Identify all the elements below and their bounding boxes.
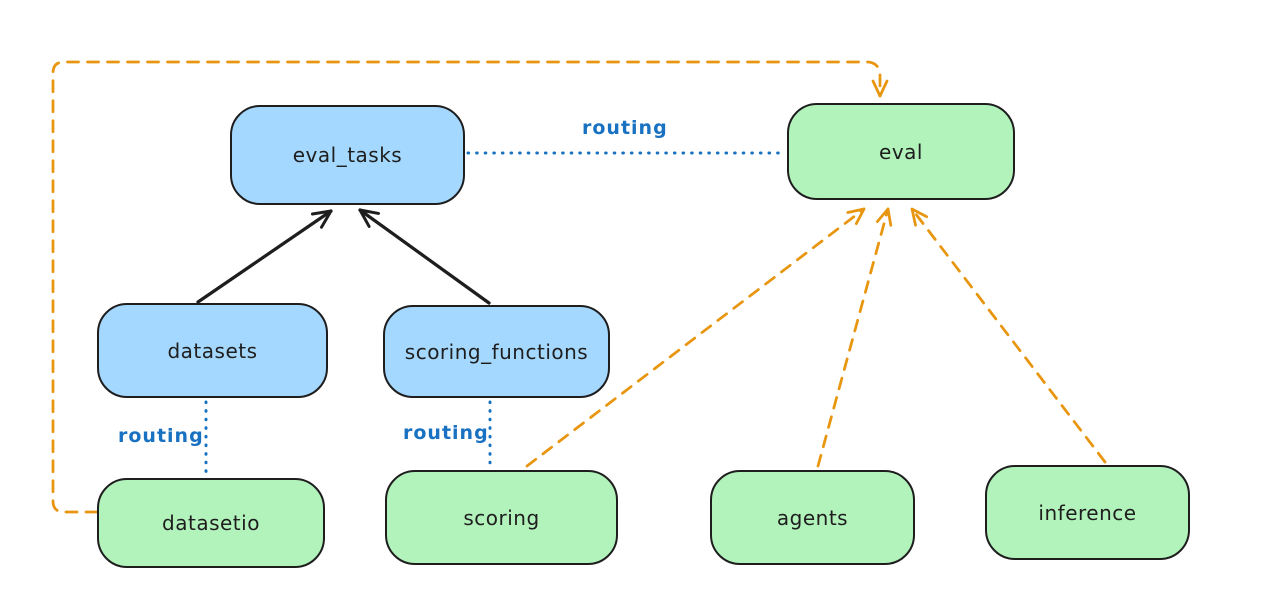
edge-label-routing-scoring-fns-scoring: routing [403, 422, 489, 444]
edge-scoring-to-eval [525, 207, 866, 468]
node-eval: eval [787, 103, 1015, 200]
edge-label-routing-datasets-datasetio: routing [118, 425, 204, 447]
node-eval-tasks: eval_tasks [230, 105, 465, 205]
edge-agents-to-eval [816, 207, 893, 468]
node-datasets: datasets [97, 303, 328, 398]
edge-datasets-to-eval-tasks [196, 209, 333, 304]
node-scoring-functions: scoring_functions [383, 305, 610, 398]
edge-inference-to-eval [910, 207, 1107, 464]
edge-label-routing-eval-tasks-eval: routing [582, 117, 668, 139]
node-scoring: scoring [385, 470, 618, 565]
node-inference: inference [985, 465, 1190, 560]
edge-scoring-functions-to-eval-tasks [358, 208, 491, 305]
node-agents: agents [710, 470, 915, 565]
edge-datasetio-to-eval [51, 60, 889, 514]
node-datasetio: datasetio [97, 478, 325, 568]
